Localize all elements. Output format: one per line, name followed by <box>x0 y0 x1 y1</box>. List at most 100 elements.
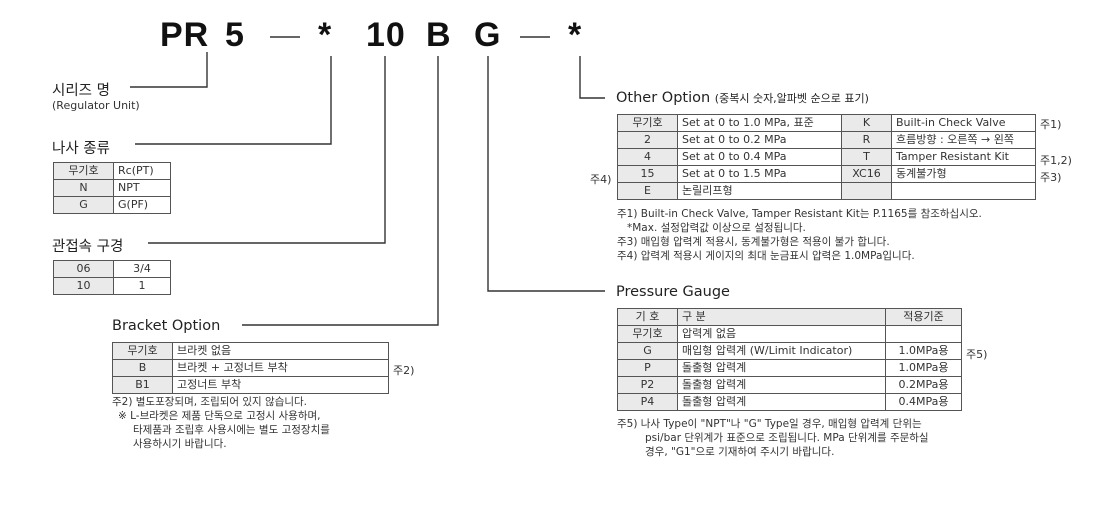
other-title-note: (중복시 숫자,알파벳 순으로 표기) <box>714 92 869 105</box>
other-code-2: K <box>841 114 892 132</box>
table-row: B1 고정너트 부착 <box>112 376 389 394</box>
other-desc: Set at 0 to 1.5 MPa <box>677 165 842 183</box>
bracket-desc: 브라켓 없음 <box>172 342 389 360</box>
other-code: 4 <box>617 148 678 166</box>
table-row: G G(PF) <box>53 196 171 214</box>
other-title: Other Option (중복시 숫자,알파벳 순으로 표기) <box>616 90 869 106</box>
table-row: 무기호 Set at 0 to 1.0 MPa, 표준 K Built-in C… <box>617 114 1036 132</box>
code-bracket: B <box>426 16 452 54</box>
gauge-code: P2 <box>617 376 678 394</box>
table-row: N NPT <box>53 179 171 197</box>
conn-title: 관접속 구경 <box>52 239 124 255</box>
other-code: 15 <box>617 165 678 183</box>
gauge-header-code: 기 호 <box>617 308 678 326</box>
table-row: G 매입형 압력계 (W/Limit Indicator) 1.0MPa용 <box>617 342 962 360</box>
other-code-2: XC16 <box>841 165 892 183</box>
gauge-desc: 압력계 없음 <box>677 325 886 343</box>
other-code-2: T <box>841 148 892 166</box>
code-size: 5 <box>225 16 245 54</box>
other-code: E <box>617 182 678 200</box>
gauge-code: P <box>617 359 678 377</box>
gauge-note-3: 경우, "G1"으로 기재하여 주시기 바랍니다. <box>645 446 835 458</box>
gauge-side-note: 주5) <box>966 348 988 361</box>
other-side-note-4: 주3) <box>1040 171 1062 184</box>
bracket-desc: 고정너트 부착 <box>172 376 389 394</box>
series-title: 시리즈 명 <box>52 83 110 99</box>
table-row: E 논릴리프형 <box>617 182 1036 200</box>
table-row: 15 Set at 0 to 1.5 MPa XC16 동계불가형 <box>617 165 1036 183</box>
other-desc-2: 동계불가형 <box>891 165 1036 183</box>
table-row: 무기호 브라켓 없음 <box>112 342 389 360</box>
bracket-note-2: ※ L-브라켓은 제품 단독으로 고정시 사용하며, <box>118 410 321 422</box>
gauge-title: Pressure Gauge <box>616 284 730 300</box>
thread-value: Rc(PT) <box>113 162 171 180</box>
other-note-3: 주3) 매입형 압력계 적용시, 동계불가형은 적용이 불가 합니다. <box>617 236 890 248</box>
gauge-std: 0.4MPa용 <box>885 393 962 411</box>
code-star-1: * <box>318 16 333 54</box>
other-code-2: R <box>841 131 892 149</box>
bracket-desc: 브라켓 + 고정너트 부착 <box>172 359 389 377</box>
other-code: 2 <box>617 131 678 149</box>
gauge-std: 0.2MPa용 <box>885 376 962 394</box>
code-conn: 10 <box>366 16 406 54</box>
gauge-std: 1.0MPa용 <box>885 342 962 360</box>
table-row: P 돌출형 압력계 1.0MPa용 <box>617 359 962 377</box>
other-note-4: 주4) 압력계 적용시 게이지의 최대 눈금표시 압력은 1.0MPa입니다. <box>617 250 915 262</box>
other-note-1: 주1) Built-in Check Valve, Tamper Resista… <box>617 208 982 220</box>
table-row: 2 Set at 0 to 0.2 MPa R 흐름방향 : 오른쪽 → 왼쪽 <box>617 131 1036 149</box>
other-side-note-3: 주1,2) <box>1040 154 1072 167</box>
other-desc: Set at 0 to 0.2 MPa <box>677 131 842 149</box>
gauge-code: 무기호 <box>617 325 678 343</box>
table-row: P2 돌출형 압력계 0.2MPa용 <box>617 376 962 394</box>
other-code: 무기호 <box>617 114 678 132</box>
bracket-connector <box>242 56 439 326</box>
gauge-connector <box>487 56 605 292</box>
other-code-2 <box>841 182 892 200</box>
gauge-std: 1.0MPa용 <box>885 359 962 377</box>
conn-value: 1 <box>113 277 171 295</box>
bracket-note-4: 사용하시기 바랍니다. <box>133 438 227 450</box>
gauge-desc: 돌출형 압력계 <box>677 376 886 394</box>
thread-value: NPT <box>113 179 171 197</box>
conn-code: 06 <box>53 260 114 278</box>
thread-value: G(PF) <box>113 196 171 214</box>
thread-code: 무기호 <box>53 162 114 180</box>
conn-connector <box>148 56 386 244</box>
bracket-note-3: 타제품과 조립후 사용시에는 별도 고정장치를 <box>133 424 330 436</box>
gauge-desc: 돌출형 압력계 <box>677 393 886 411</box>
bracket-table: 무기호 브라켓 없음 B 브라켓 + 고정너트 부착 B1 고정너트 부착 <box>112 342 389 394</box>
bracket-code: B <box>112 359 173 377</box>
other-table: 무기호 Set at 0 to 1.0 MPa, 표준 K Built-in C… <box>617 114 1036 200</box>
other-desc-2: Tamper Resistant Kit <box>891 148 1036 166</box>
bracket-side-note: 주2) <box>393 364 415 377</box>
table-row: 4 Set at 0 to 0.4 MPa T Tamper Resistant… <box>617 148 1036 166</box>
table-row: 기 호 구 분 적용기준 <box>617 308 962 326</box>
gauge-note-1: 주5) 나사 Type이 "NPT"나 "G" Type일 경우, 매입형 압력… <box>617 418 922 430</box>
other-desc-2 <box>891 182 1036 200</box>
code-star-2: * <box>568 16 583 54</box>
other-desc-2: Built-in Check Valve <box>891 114 1036 132</box>
gauge-header-desc: 구 분 <box>677 308 886 326</box>
other-desc: Set at 0 to 0.4 MPa <box>677 148 842 166</box>
table-row: 10 1 <box>53 277 171 295</box>
conn-table: 06 3/4 10 1 <box>53 260 171 295</box>
other-desc: Set at 0 to 1.0 MPa, 표준 <box>677 114 842 132</box>
gauge-code: P4 <box>617 393 678 411</box>
thread-connector <box>135 56 332 145</box>
series-connector <box>130 52 208 88</box>
gauge-header-std: 적용기준 <box>885 308 962 326</box>
thread-code: G <box>53 196 114 214</box>
gauge-desc: 매입형 압력계 (W/Limit Indicator) <box>677 342 886 360</box>
conn-code: 10 <box>53 277 114 295</box>
gauge-desc: 돌출형 압력계 <box>677 359 886 377</box>
gauge-note-2: psi/bar 단위계가 표준으로 조립됩니다. MPa 단위계를 주문하실 <box>645 432 929 444</box>
other-connector <box>579 56 605 99</box>
other-note-2: *Max. 설정압력값 이상으로 설정됩니다. <box>627 222 806 234</box>
conn-value: 3/4 <box>113 260 171 278</box>
series-subtitle: (Regulator Unit) <box>52 99 140 112</box>
other-side-note-1: 주1) <box>1040 118 1062 131</box>
thread-code: N <box>53 179 114 197</box>
table-row: B 브라켓 + 고정너트 부착 <box>112 359 389 377</box>
gauge-code: G <box>617 342 678 360</box>
